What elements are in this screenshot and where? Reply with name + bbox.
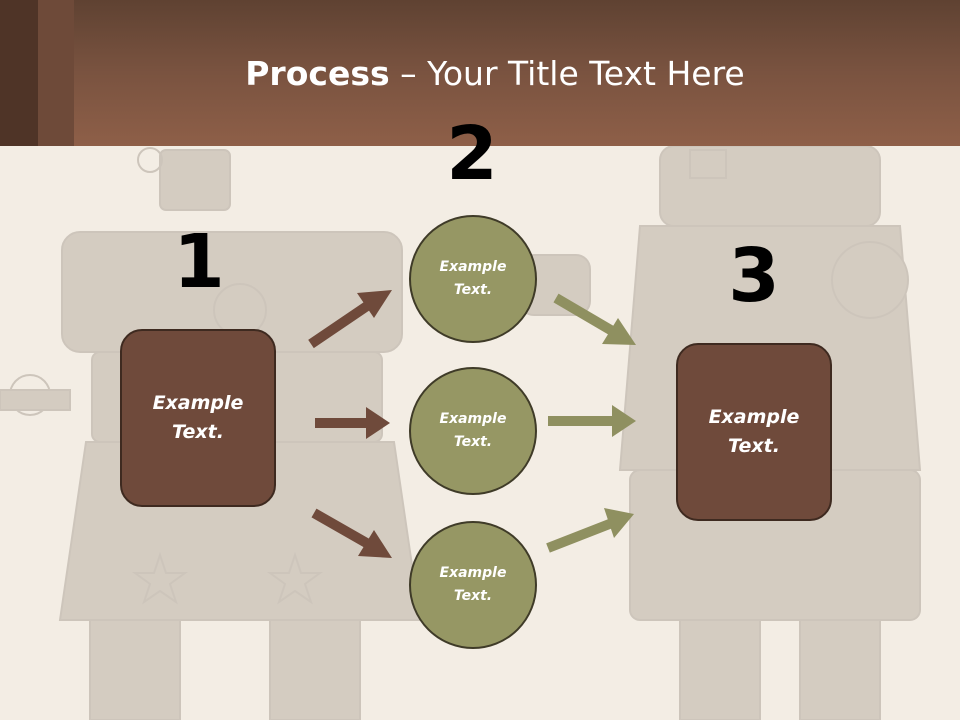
arrow-to-circle-3: [311, 508, 392, 558]
arrow-circle-1-to-box-3: [553, 293, 636, 345]
arrow-circle-2-to-box-3: [548, 405, 636, 437]
slide-title: Process – Your Title Text Here: [0, 52, 960, 96]
arrow-to-circle-2: [315, 407, 390, 439]
arrow-to-circle-1: [308, 290, 392, 349]
step-3-text: Example Text.: [708, 406, 800, 457]
step-3-box: Example Text.: [676, 343, 832, 521]
circle-3: Example Text.: [409, 521, 537, 649]
title-bold: Process: [245, 54, 390, 93]
step-1-text: Example Text.: [152, 392, 244, 443]
circle-2-text: Example Text.: [439, 411, 507, 450]
circle-1-text: Example Text.: [439, 259, 507, 298]
circle-3-text: Example Text.: [439, 565, 507, 604]
step-number-3: 3: [728, 233, 780, 319]
accent-strip: [38, 0, 74, 146]
accent-strip-dark: [0, 0, 38, 146]
title-bar: [0, 0, 960, 146]
step-1-box: Example Text.: [120, 329, 276, 507]
step-number-2: 2: [446, 111, 498, 197]
circle-2: Example Text.: [409, 367, 537, 495]
circle-1: Example Text.: [409, 215, 537, 343]
step-number-1: 1: [173, 219, 225, 305]
title-rest: – Your Title Text Here: [389, 54, 745, 93]
arrow-circle-3-to-box-3: [546, 508, 634, 553]
